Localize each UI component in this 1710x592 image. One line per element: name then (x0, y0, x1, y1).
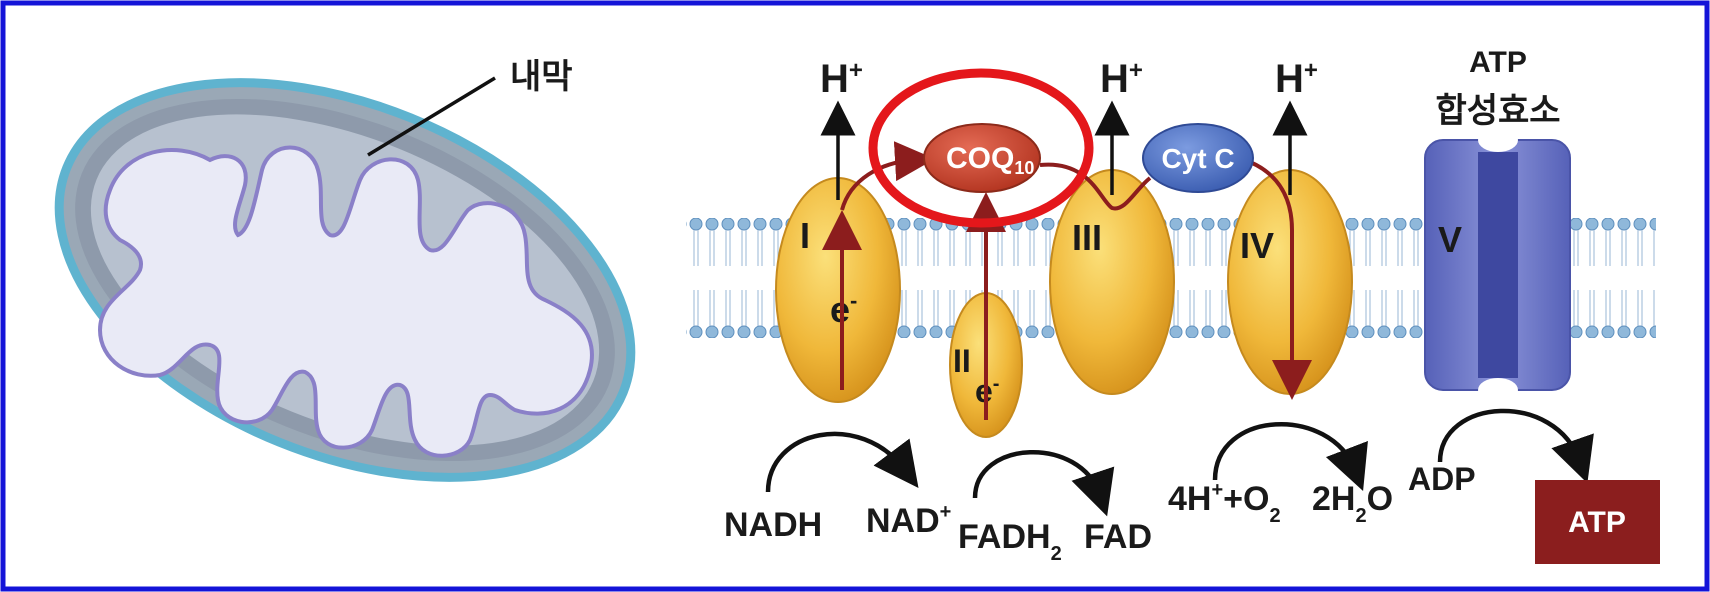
coq10-label: COQ (946, 142, 1014, 175)
coq10-highlight-circle (868, 68, 1094, 228)
inner-membrane-pointer (367, 76, 496, 157)
svg-text:COQ10: COQ10 (946, 142, 1034, 178)
svg-text:H+: H+ (820, 57, 863, 101)
electron-label-ii: e (975, 373, 993, 409)
fad-label: FAD (1084, 518, 1152, 556)
complex-iv-label: IV (1240, 225, 1274, 266)
arc-fadh (972, 450, 1115, 517)
arc-nadh (765, 431, 919, 493)
water-label-b: O (1367, 480, 1393, 518)
nadh-label: NADH (724, 506, 822, 544)
proton-label-3: H (1100, 57, 1129, 101)
cyt-c-label: Cyt C (1161, 143, 1234, 174)
water-label-a: 2H (1312, 480, 1355, 518)
oxygen-reactant-sub: 2 (1269, 505, 1280, 527)
mitochondrion-illustration: 내막 (54, 57, 636, 482)
coq10-subscript: 10 (1014, 158, 1034, 178)
cyt-c-carrier: Cyt C (1142, 123, 1254, 193)
svg-text:FADH2: FADH2 (958, 518, 1062, 565)
electron-path (822, 141, 1312, 420)
nad-superscript: + (940, 501, 952, 523)
oxygen-reactant-left: 4H (1168, 480, 1211, 518)
atp-product-box: ATP (1535, 480, 1660, 564)
proton-plus-3: + (1129, 57, 1143, 84)
arc-adp (1437, 408, 1594, 484)
oxygen-reactant-sup: + (1211, 479, 1223, 501)
proton-label-1: H (820, 57, 849, 101)
complex-i: I e- (775, 177, 901, 403)
svg-text:H+: H+ (1275, 57, 1318, 101)
matrix-cristae (97, 145, 594, 458)
complex-ii-label: II (953, 343, 971, 379)
proton-arrows (820, 100, 1308, 200)
complex-i-label: I (800, 215, 810, 256)
svg-text:2H2O: 2H2O (1312, 480, 1393, 527)
reaction-arcs (765, 408, 1594, 517)
atp-synthase: V ATP 합성효소 (1424, 46, 1571, 402)
proton-label-4: H (1275, 57, 1304, 101)
svg-text:4H++O2: 4H++O2 (1168, 479, 1281, 527)
svg-text:H+: H+ (1100, 57, 1143, 101)
electron-arrow-i-to-coq (840, 141, 935, 211)
atp-product-label: ATP (1568, 506, 1626, 539)
arc-oxygen (1212, 422, 1368, 491)
svg-text:e-: e- (975, 373, 999, 409)
svg-text:NAD+: NAD+ (866, 501, 951, 540)
electron-minus: - (850, 288, 857, 313)
nad-label: NAD (866, 502, 940, 540)
complex-iii: III (1049, 169, 1175, 395)
inner-membrane-label: 내막 (510, 57, 573, 97)
fadh2-label: FADH (958, 518, 1051, 556)
coq10-carrier: COQ10 (923, 123, 1041, 193)
proton-plus-4: + (1304, 57, 1318, 84)
fadh2-subscript: 2 (1051, 543, 1062, 565)
proton-plus-1: + (849, 57, 863, 84)
atp-synthase-title-1: ATP (1469, 46, 1527, 79)
complex-iii-label: III (1072, 217, 1102, 258)
atp-synthase-title-2: 합성효소 (1435, 91, 1560, 131)
adp-label: ADP (1408, 461, 1476, 497)
complex-v-label: V (1438, 219, 1462, 260)
electron-arrow-cytc-to-iv (1249, 160, 1312, 400)
water-subscript: 2 (1355, 505, 1366, 527)
electron-minus-ii: - (993, 373, 1000, 395)
electron-path-coq-to-cytc (1039, 162, 1152, 211)
oxygen-reactant-mid: +O (1223, 480, 1269, 518)
